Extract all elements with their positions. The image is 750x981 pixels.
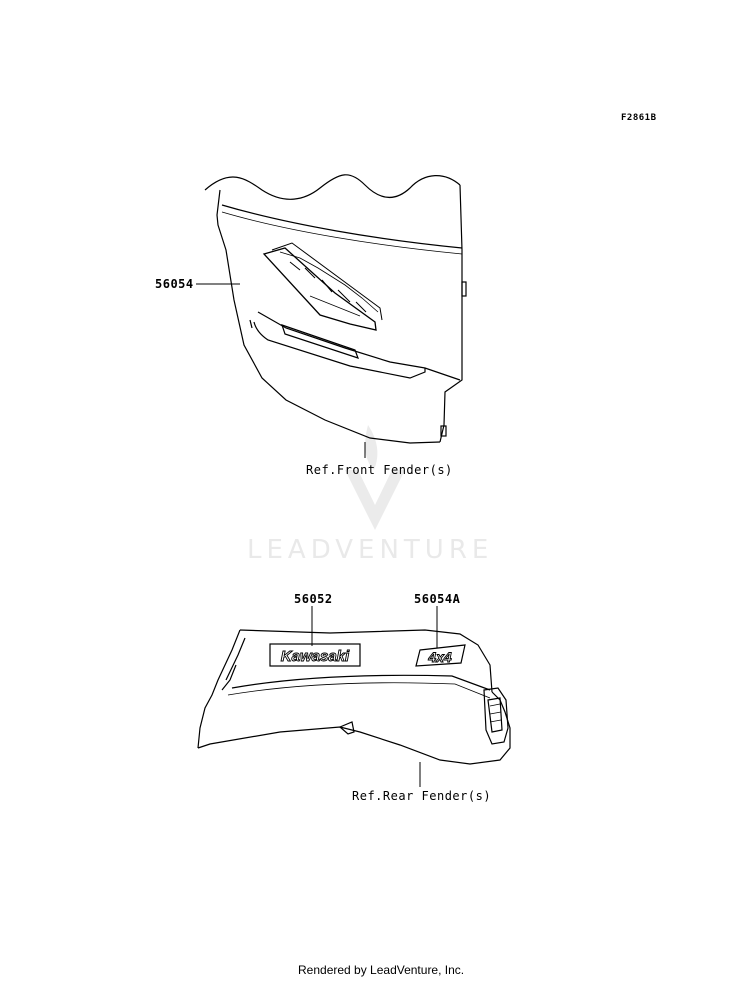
front-fender-ref-label: Ref.Front Fender(s)	[306, 463, 453, 477]
watermark-logo-icon	[345, 425, 405, 530]
rear-fender-ref-label: Ref.Rear Fender(s)	[352, 789, 492, 803]
front-emblem	[262, 242, 383, 331]
front-fender-drawing	[196, 174, 467, 458]
footer-credit: Rendered by LeadVenture, Inc.	[298, 963, 465, 977]
part-number-56052[interactable]: 56052	[294, 592, 333, 606]
watermark-text: LEADVENTURE	[247, 535, 494, 565]
rear-fender-drawing: Kawasaki 4x4	[197, 606, 511, 787]
brand-text: Kawasaki	[281, 648, 350, 665]
badge-text: 4x4	[427, 649, 452, 665]
rear-vent	[483, 687, 509, 745]
part-number-56054a[interactable]: 56054A	[414, 592, 461, 606]
diagram-code: F2861B	[621, 113, 657, 123]
part-number-56054[interactable]: 56054	[155, 277, 194, 291]
